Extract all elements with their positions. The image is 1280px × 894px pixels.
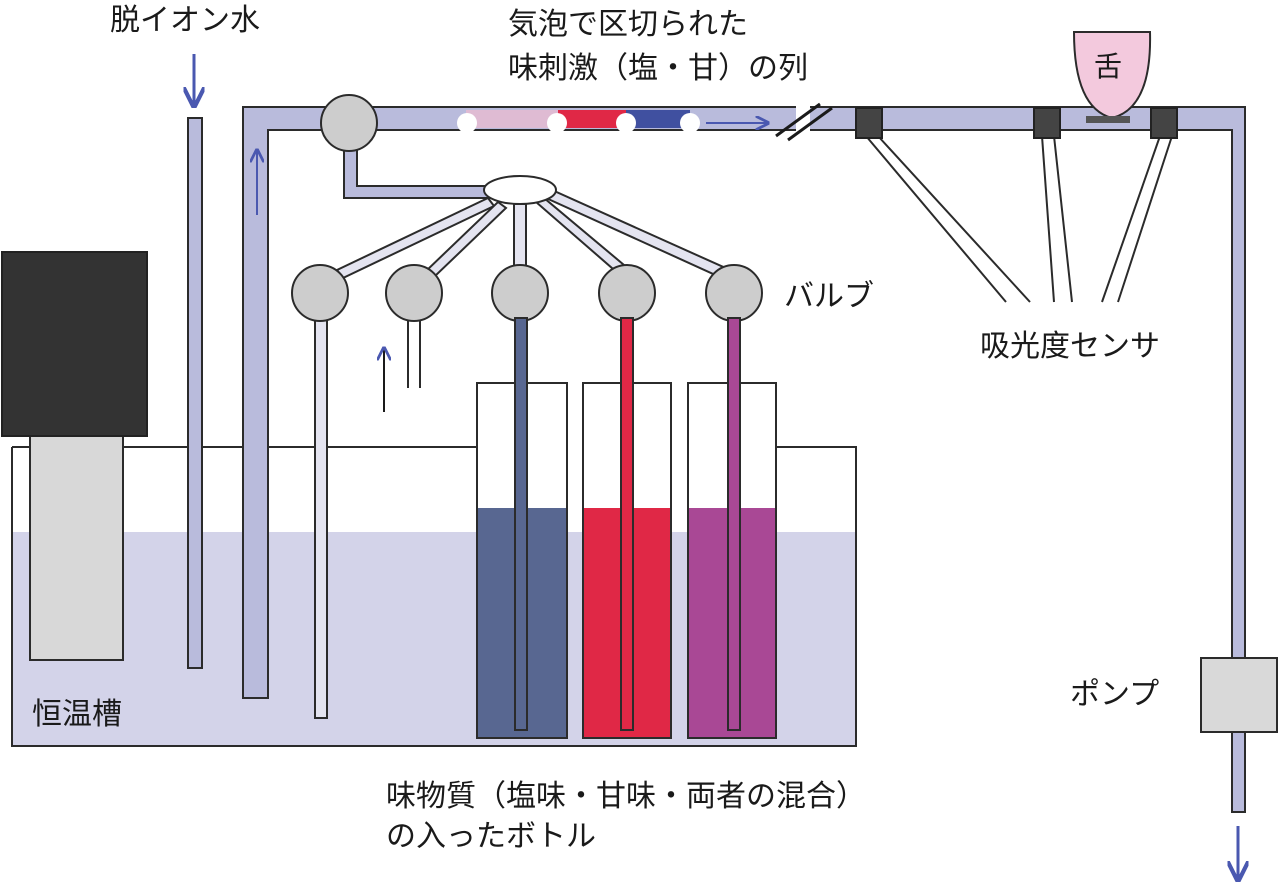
sensor-2-cable: [1041, 135, 1073, 303]
valve-1: [291, 264, 349, 322]
heater-block: [1, 251, 148, 437]
sensor-3-cable: [1101, 135, 1173, 303]
pump-label: ポンプ: [1070, 677, 1159, 712]
sensor-3: [1150, 107, 1178, 139]
sensor-1-cable: [865, 135, 1031, 303]
valve-label: バルブ: [784, 279, 874, 314]
stimulus-segment-sweet: [558, 110, 626, 128]
sensor-2: [1033, 107, 1061, 139]
deionized-water-pipe: [187, 117, 203, 669]
mixed-tube: [727, 317, 741, 731]
thermostat-bath-label: 恒温槽: [32, 697, 122, 732]
bottles-label-line1: 味物質（塩味・甘味・両者の混合）: [386, 779, 866, 814]
valve-4: [598, 264, 656, 322]
pump-body: [1200, 657, 1278, 733]
bubble: [680, 113, 700, 133]
tongue-label: 舌: [1094, 50, 1122, 83]
main-tube-body: [242, 106, 1246, 813]
valve-2-outlet: [407, 316, 421, 388]
branch-tube: [513, 203, 527, 271]
deionized-water-label: 脱イオン水: [110, 3, 260, 38]
valve-3: [491, 264, 549, 322]
sensor-1: [855, 107, 883, 139]
salty-tube: [514, 317, 528, 731]
bubble: [616, 113, 636, 133]
upper-valve: [320, 94, 378, 152]
tongue-contact-plate: [1086, 116, 1130, 123]
bottle-mixed: [687, 317, 777, 739]
bottles-label-line2: の入ったボトル: [386, 819, 596, 854]
bubble: [547, 113, 567, 133]
break-line: [787, 106, 833, 142]
bubble: [457, 113, 477, 133]
manifold-branches: [335, 175, 732, 280]
main-tube: [242, 106, 1246, 813]
tongue: 舌: [1072, 31, 1152, 123]
valve-2: [385, 264, 443, 322]
stimulus-train: [457, 110, 768, 133]
absorbance-sensor-label: 吸光度センサ: [980, 329, 1160, 364]
heater-unit: [1, 251, 148, 661]
valve-1-tube: [314, 317, 328, 719]
absorbance-sensors: 吸光度センサ: [855, 107, 1178, 364]
valve-row: バルブ: [291, 264, 874, 719]
break-line: [775, 102, 821, 138]
bubble-train-label-line1: 気泡で区切られた: [508, 7, 748, 42]
stimulus-segment-light: [466, 110, 558, 128]
valve-5: [705, 264, 763, 322]
tube-break-mark: [775, 102, 833, 142]
deionized-water-tube: [187, 54, 203, 669]
sweet-tube: [620, 317, 634, 731]
pump: ポンプ: [1070, 657, 1278, 880]
heater-probe: [29, 435, 124, 661]
bubble-train-label-line2: 味刺激（塩・甘）の列: [508, 51, 808, 86]
manifold-junction: [483, 175, 557, 205]
bottle-sweet: [582, 317, 672, 739]
bottle-salty: [476, 317, 568, 739]
stimulus-segment-salty: [626, 110, 690, 128]
manifold-connector-tube: [343, 139, 501, 199]
